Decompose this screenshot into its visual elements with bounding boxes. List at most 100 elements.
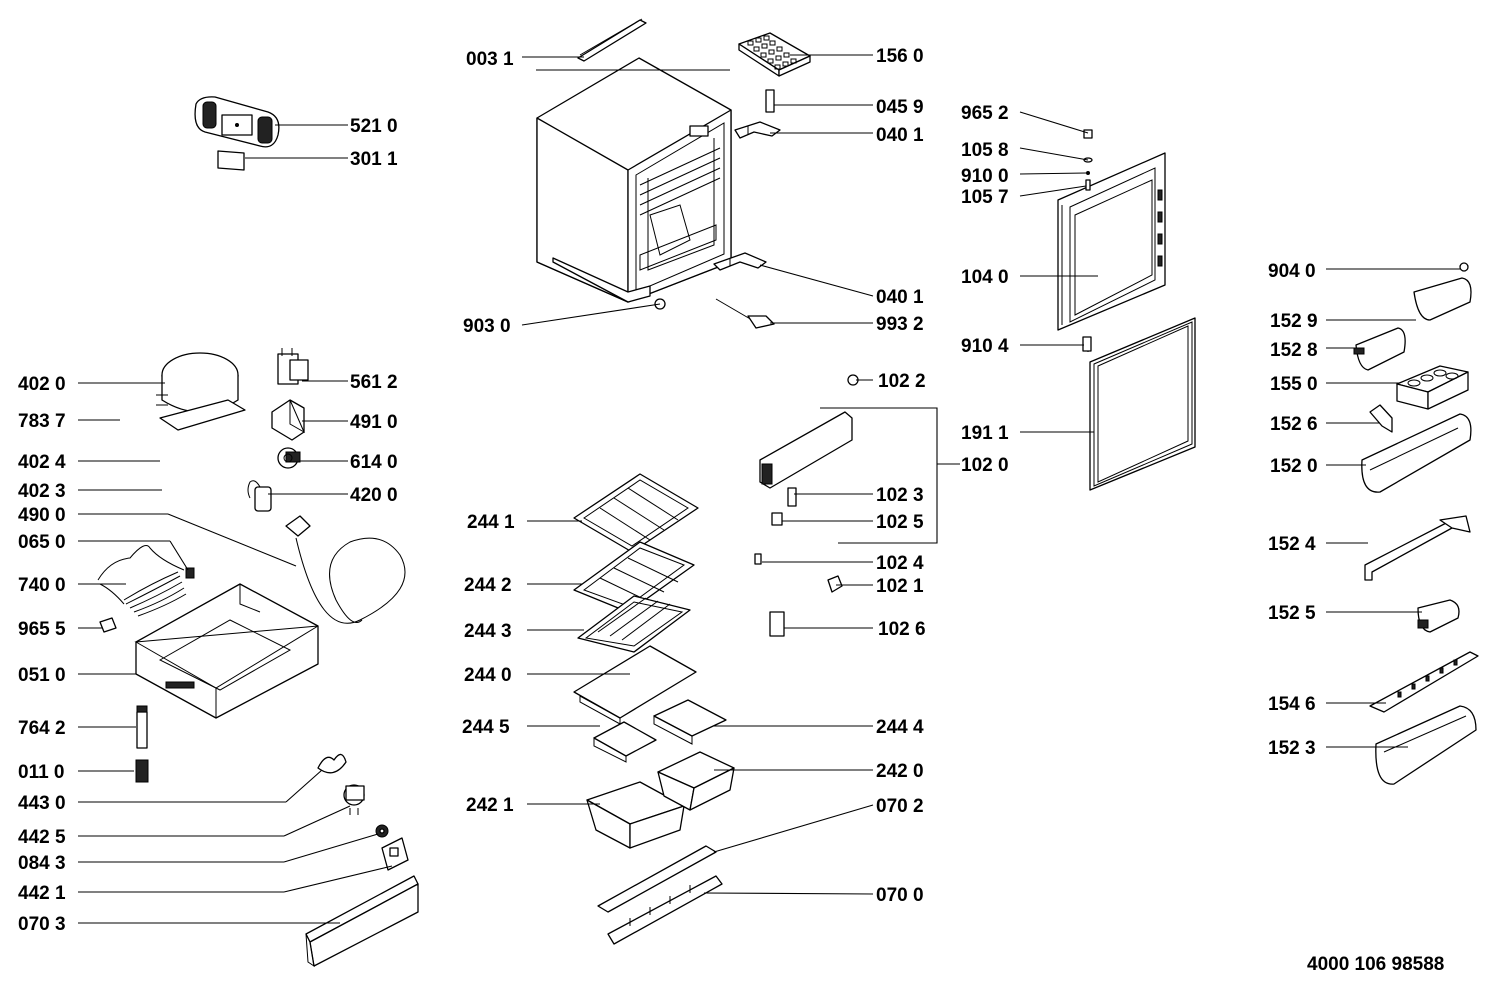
part-label: 152 5 <box>1268 603 1316 624</box>
part-label: 443 0 <box>18 793 66 814</box>
part-label: 154 6 <box>1268 694 1316 715</box>
egg-tray-part <box>1396 365 1469 410</box>
switch-part <box>787 487 797 507</box>
part-label: 102 5 <box>876 512 924 533</box>
door-gasket-part <box>1089 317 1196 491</box>
part-label: 242 0 <box>876 761 924 782</box>
part-label: 152 6 <box>1270 414 1318 435</box>
part-label: 152 9 <box>1270 311 1318 332</box>
power-cord-part <box>285 515 406 624</box>
top-strip-part <box>577 19 647 62</box>
part-number-labels: 003 1 156 0 521 0 045 9 040 1 301 1 965 … <box>18 46 1318 935</box>
cabinet-body <box>536 57 732 303</box>
part-label: 244 3 <box>464 621 512 642</box>
label-plate-part <box>217 150 245 171</box>
shelf-part <box>573 473 699 553</box>
part-label: 084 3 <box>18 853 66 874</box>
part-label: 301 1 <box>350 149 398 170</box>
screw-part <box>99 617 117 633</box>
diagram-id: 4000 106 98588 <box>1307 954 1444 975</box>
ice-tray-part <box>738 32 811 77</box>
part-label: 442 1 <box>18 883 66 904</box>
part-label: 965 5 <box>18 619 66 640</box>
cap-part <box>1459 262 1469 272</box>
bottle-retainer-part <box>1364 515 1471 581</box>
part-label: 191 1 <box>961 423 1009 444</box>
rear-kickplate-part <box>305 875 419 968</box>
part-label: 105 8 <box>961 140 1009 161</box>
crisper-drawer-part <box>586 781 685 849</box>
part-label: 155 0 <box>1270 374 1318 395</box>
part-label: 764 2 <box>18 718 66 739</box>
part-label: 003 1 <box>466 49 514 70</box>
part-label: 152 8 <box>1270 340 1318 361</box>
damper-part <box>136 705 148 749</box>
holder-part <box>827 575 843 593</box>
leader-lines <box>78 54 1460 924</box>
part-label: 102 2 <box>878 371 926 392</box>
part-label: 152 0 <box>1270 456 1318 477</box>
part-label: 104 0 <box>961 267 1009 288</box>
part-label: 242 1 <box>466 795 514 816</box>
part-label: 244 5 <box>462 717 510 738</box>
overload-part <box>277 447 301 469</box>
motor-part <box>343 784 365 815</box>
part-label: 065 0 <box>18 532 66 553</box>
part-label: 442 5 <box>18 827 66 848</box>
egg-holder-lid-part <box>1413 277 1472 321</box>
fan-part <box>317 753 347 774</box>
door-shelf-part <box>1361 413 1472 493</box>
part-label: 244 4 <box>876 717 924 738</box>
part-label: 490 0 <box>18 505 66 526</box>
wire-harness-part <box>97 545 195 581</box>
socket-part <box>769 611 785 637</box>
base-tray-part <box>134 583 319 719</box>
part-label: 965 2 <box>961 103 1009 124</box>
small-cup-part <box>1417 599 1460 633</box>
sensor-part <box>715 298 775 329</box>
bottle-shelf-part <box>1375 705 1477 785</box>
upper-hinge-part <box>734 121 781 139</box>
part-label: 102 1 <box>876 576 924 597</box>
bottle-rail-part <box>1369 651 1479 713</box>
grommet-part <box>375 824 389 838</box>
fan-bracket-part <box>381 837 409 871</box>
relay-part <box>277 348 309 385</box>
part-label: 152 3 <box>1268 738 1316 759</box>
part-label: 070 0 <box>876 885 924 906</box>
crisper-cover-part <box>593 721 657 763</box>
part-label: 614 0 <box>350 452 398 473</box>
part-label: 105 7 <box>961 187 1009 208</box>
lower-hinge-part <box>713 252 767 271</box>
part-label: 910 0 <box>961 166 1009 187</box>
part-label: 040 1 <box>876 125 924 146</box>
part-label: 561 2 <box>350 372 398 393</box>
light-cover-part <box>759 411 853 489</box>
part-label: 521 0 <box>350 116 398 137</box>
butter-box-part <box>1353 327 1406 371</box>
part-label: 102 3 <box>876 485 924 506</box>
capacitor-part <box>247 480 272 512</box>
part-label: 156 0 <box>876 46 924 67</box>
crisper-cover-part <box>653 699 727 745</box>
part-label: 102 6 <box>878 619 926 640</box>
part-label: 152 4 <box>1268 534 1316 555</box>
kickplate-part <box>597 845 723 945</box>
compressor-part <box>156 352 246 431</box>
relay-cover-part <box>271 399 306 441</box>
clip-part <box>754 553 762 565</box>
thermostat-housing-part <box>194 96 280 148</box>
part-label: 783 7 <box>18 411 66 432</box>
part-label: 045 9 <box>876 97 924 118</box>
part-label: 904 0 <box>1268 261 1316 282</box>
crisper-drawer-part <box>657 751 735 811</box>
bracket-part <box>1369 404 1393 433</box>
part-label: 903 0 <box>463 316 511 337</box>
part-label: 040 1 <box>876 287 924 308</box>
part-label: 244 1 <box>467 512 515 533</box>
door-assembly <box>1057 152 1166 331</box>
part-label: 244 2 <box>464 575 512 596</box>
part-label: 070 2 <box>876 796 924 817</box>
spring-part <box>135 759 149 783</box>
